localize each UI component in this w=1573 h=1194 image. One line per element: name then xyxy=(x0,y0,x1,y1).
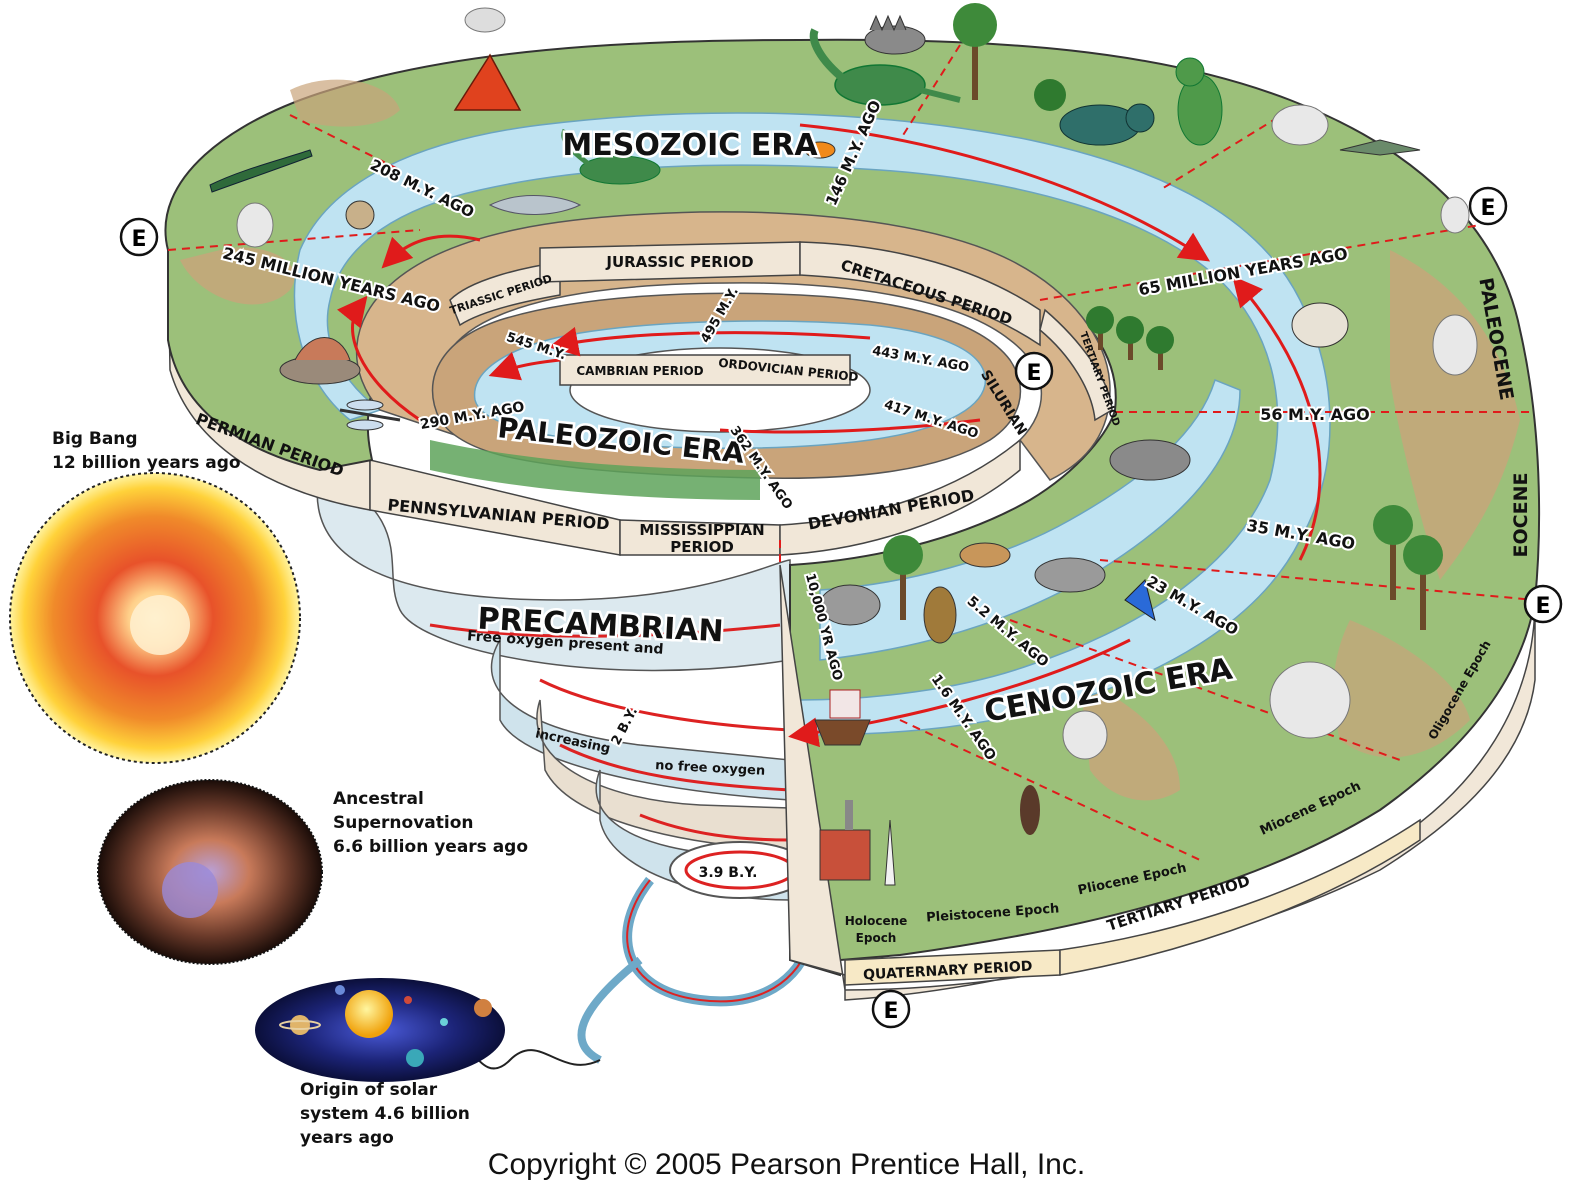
planet-icon xyxy=(440,1018,448,1026)
supernova-label-line1: Ancestral xyxy=(333,789,424,809)
sauropod-icon xyxy=(809,28,961,106)
supernova-image xyxy=(97,779,323,965)
epoch-holocene-line2: Epoch xyxy=(856,931,897,945)
palm-tree-icon xyxy=(953,3,997,100)
dragonfly-icon xyxy=(339,399,401,431)
planet-icon xyxy=(406,1049,424,1067)
hominid-icon xyxy=(1020,785,1040,835)
period-cambrian: CAMBRIAN PERIOD xyxy=(576,364,703,378)
volcano-icon xyxy=(453,53,522,111)
precambrian-ribbon xyxy=(316,468,815,1070)
crocodile-icon xyxy=(209,149,313,193)
smoke-icon xyxy=(464,7,506,33)
horse-icon xyxy=(959,542,1011,568)
tree-icon xyxy=(1146,326,1174,370)
epoch-holocene-line1: Holocene xyxy=(845,914,908,928)
e-marker: E xyxy=(1468,186,1508,226)
solar-system-image xyxy=(255,978,505,1082)
solar-label-line2: system 4.6 billion xyxy=(300,1104,470,1124)
ribbon-no-free-oxygen: no free oxygen xyxy=(655,758,766,779)
boundary-lines xyxy=(167,44,1536,861)
svg-text:E: E xyxy=(1480,196,1495,221)
svg-text:E: E xyxy=(1026,361,1041,386)
date-2by: 2 B.Y. xyxy=(609,705,641,748)
triceratops-icon xyxy=(1059,103,1155,146)
svg-text:E: E xyxy=(1535,594,1550,619)
e-marker: E xyxy=(871,989,911,1029)
scallop-icon xyxy=(1291,302,1349,348)
big-bang-label-line1: Big Bang xyxy=(52,429,138,449)
tropical-fish-icon xyxy=(1124,579,1156,622)
tree-icon xyxy=(1034,79,1066,111)
date-56: 56 M.Y. AGO xyxy=(1260,405,1370,424)
cloud-icon xyxy=(236,104,1478,760)
pterosaur-icon xyxy=(1339,139,1421,156)
rhino-icon xyxy=(1109,439,1191,481)
period-mississippian-line2: PERIOD xyxy=(670,538,734,556)
supernova-label-line3: 6.6 billion years ago xyxy=(333,837,528,857)
plesiosaur-icon xyxy=(561,128,661,185)
ammonite-icon xyxy=(345,200,375,230)
fish-icon xyxy=(804,141,836,159)
palm-tree-icon xyxy=(1403,535,1443,630)
e-marker: E xyxy=(1014,351,1054,391)
period-jurassic: JURASSIC PERIOD xyxy=(605,253,753,271)
stegosaurus-icon xyxy=(864,14,926,55)
svg-text:E: E xyxy=(131,227,146,252)
date-3-9by: 3.9 B.Y. xyxy=(699,865,758,881)
e-marker: E xyxy=(119,217,159,257)
palm-tree-icon xyxy=(883,535,923,620)
supernova-label-line2: Supernovation xyxy=(333,813,474,833)
t-rex-icon xyxy=(1175,57,1223,146)
big-bang-image xyxy=(9,472,301,764)
tree-icon xyxy=(1086,306,1114,350)
era-mesozoic: MESOZOIC ERA xyxy=(562,128,818,163)
ground-sloth-icon xyxy=(923,586,957,644)
e-markers: E E E E E xyxy=(119,186,1563,1029)
svg-text:E: E xyxy=(883,999,898,1024)
scenery xyxy=(209,3,1478,886)
space-shuttle-icon xyxy=(884,819,896,886)
shark-icon xyxy=(488,195,582,215)
planet-icon xyxy=(474,999,492,1017)
palm-tree-icon xyxy=(1373,505,1413,600)
tapir-icon xyxy=(1034,557,1106,593)
planet-icon xyxy=(335,985,345,995)
elephant-icon xyxy=(819,584,881,626)
cosmic-labels: Big Bang 12 billion years ago Ancestral … xyxy=(52,429,528,1148)
copyright-notice: Copyright © 2005 Pearson Prentice Hall, … xyxy=(487,1148,1086,1181)
factory-icon xyxy=(819,800,871,881)
tree-icon xyxy=(1116,316,1144,360)
solar-label-line3: years ago xyxy=(300,1128,394,1148)
big-bang-label-line2: 12 billion years ago xyxy=(52,453,241,473)
planet-icon xyxy=(404,996,412,1004)
ship-icon xyxy=(814,689,871,746)
sun-icon xyxy=(345,990,393,1038)
e-marker: E xyxy=(1523,584,1563,624)
epoch-eocene: EOCENE xyxy=(1510,473,1532,558)
planet-icon xyxy=(290,1015,310,1035)
period-mississippian-line1: MISSISSIPPIAN xyxy=(639,521,764,539)
solar-label-line1: Origin of solar xyxy=(300,1080,438,1100)
dimetrodon-icon xyxy=(279,337,361,385)
